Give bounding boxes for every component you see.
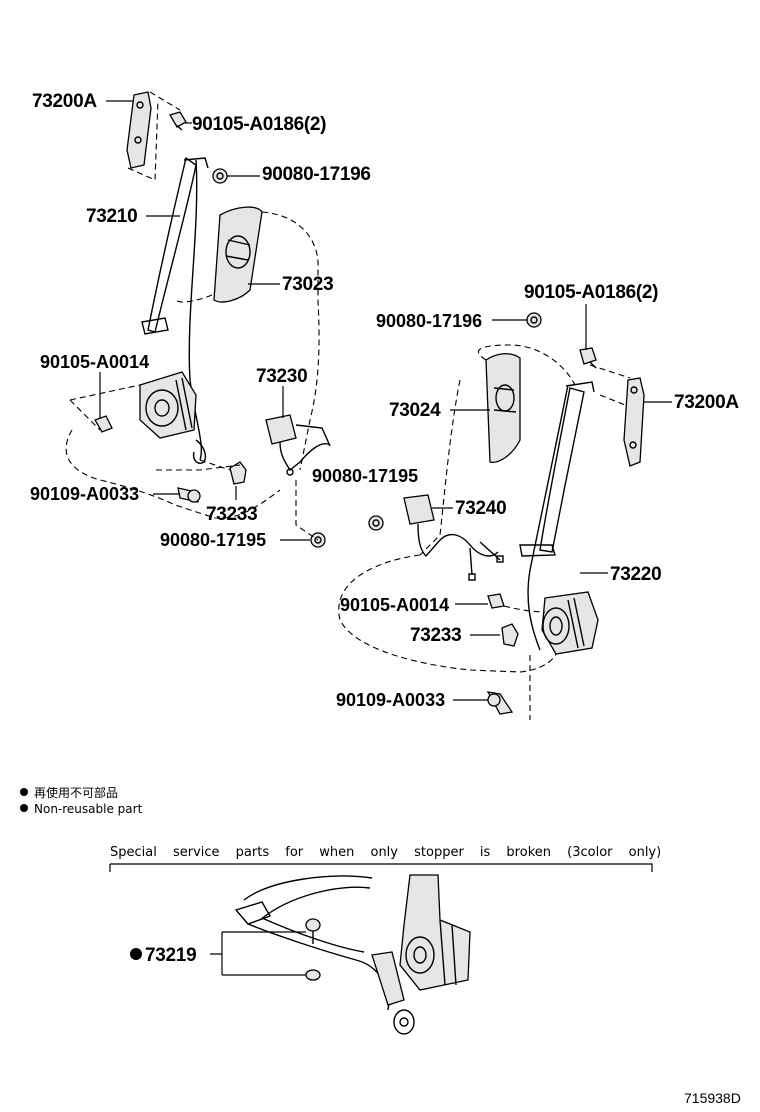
left-seatbelt-assembly [65,91,331,548]
svg-text:90080-17196: 90080-17196 [376,311,482,331]
special-service-note: Special service parts for when only stop… [110,845,661,860]
anchor-bracket-left [126,91,152,169]
svg-text:73220: 73220 [610,564,661,585]
label-90109-A0033-left: 90109-A0033 [30,484,180,504]
non-reusable-bullet-icon [20,804,28,812]
svg-text:90080-17196: 90080-17196 [262,164,371,185]
label-90080-17195-mid: 90080-17195 [312,466,418,486]
label-73220: 73220 [580,564,662,585]
cover-73233-left [229,461,247,485]
svg-text:73240: 73240 [455,498,506,519]
label-90105-A0014-left: 90105-A0014 [40,352,149,418]
legend-english: Non-reusable part [34,802,143,816]
bolt-90105-A0014-left [94,415,113,433]
pillar-cover-73023 [213,206,263,303]
svg-text:90105-A0014: 90105-A0014 [40,352,149,372]
svg-text:73219: 73219 [145,945,196,966]
label-73200A-left: 73200A [32,91,134,112]
right-seatbelt-assembly [338,312,645,720]
anchor-bracket-right [623,377,645,467]
belt-webbing-right [539,387,585,553]
bolt-90109-A0033-right [486,691,514,715]
label-73024: 73024 [389,400,490,421]
svg-text:73233: 73233 [206,504,257,525]
label-90080-17195-left: 90080-17195 [160,530,310,550]
legend-japanese: 再使用不可部品 [34,785,118,800]
svg-text:73230: 73230 [256,366,307,387]
buckle-73240 [403,494,435,525]
nut-90080-17196-right [526,312,542,328]
svg-text:90105-A0186(2): 90105-A0186(2) [192,114,326,135]
svg-text:73023: 73023 [282,274,333,295]
label-90109-A0033-right: 90109-A0033 [336,690,488,710]
svg-text:73210: 73210 [86,206,137,227]
buckle-73230 [265,414,297,445]
figure-id: 715938D [684,1090,741,1106]
pillar-cover-73024 [485,353,521,463]
label-90105-A0186-right: 90105-A0186(2) [524,282,658,350]
bolt-90109-A0033-left [177,487,201,503]
svg-text:73024: 73024 [389,400,441,421]
label-73230: 73230 [256,366,308,418]
retractor-special [399,874,471,991]
bolt-90105-A0186-left [169,111,187,131]
legend: 再使用不可部品 Non-reusable part [20,785,143,816]
label-90105-A0186-top: 90105-A0186(2) [185,114,326,135]
stopper-73219 [305,918,321,981]
svg-text:90105-A0014: 90105-A0014 [340,595,449,615]
label-73240: 73240 [432,498,507,519]
label-90080-17196-top: 90080-17196 [227,164,371,185]
nut-90080-17195-right [368,515,384,531]
svg-text:90109-A0033: 90109-A0033 [336,690,445,710]
bolt-90105-A0014-right [487,593,505,609]
label-73210: 73210 [86,206,180,227]
svg-text:73200A: 73200A [674,392,739,413]
belt-webbing-left [147,156,197,333]
label-73233-right: 73233 [410,625,500,646]
label-90105-A0014-right: 90105-A0014 [340,595,488,615]
svg-text:73200A: 73200A [32,91,97,112]
label-90080-17196-right: 90080-17196 [376,311,527,331]
bolt-90105-A0186-right [579,347,597,369]
nut-90080-17196-left [212,168,228,184]
label-73233-left: 73233 [206,486,258,525]
special-service-parts-section: Special service parts for when only stop… [109,845,661,1035]
non-reusable-bullet-icon [20,788,28,796]
svg-text:90080-17195: 90080-17195 [312,466,418,486]
label-73200A-right: 73200A [643,392,740,413]
svg-text:73233: 73233 [410,625,461,646]
label-73023: 73023 [248,274,334,295]
label-73219: 73219 [130,931,306,976]
non-reusable-bullet-icon [130,948,142,960]
cover-73233-right [501,623,519,647]
svg-text:90109-A0033: 90109-A0033 [30,484,139,504]
svg-text:90080-17195: 90080-17195 [160,530,266,550]
svg-text:90105-A0186(2): 90105-A0186(2) [524,282,658,303]
